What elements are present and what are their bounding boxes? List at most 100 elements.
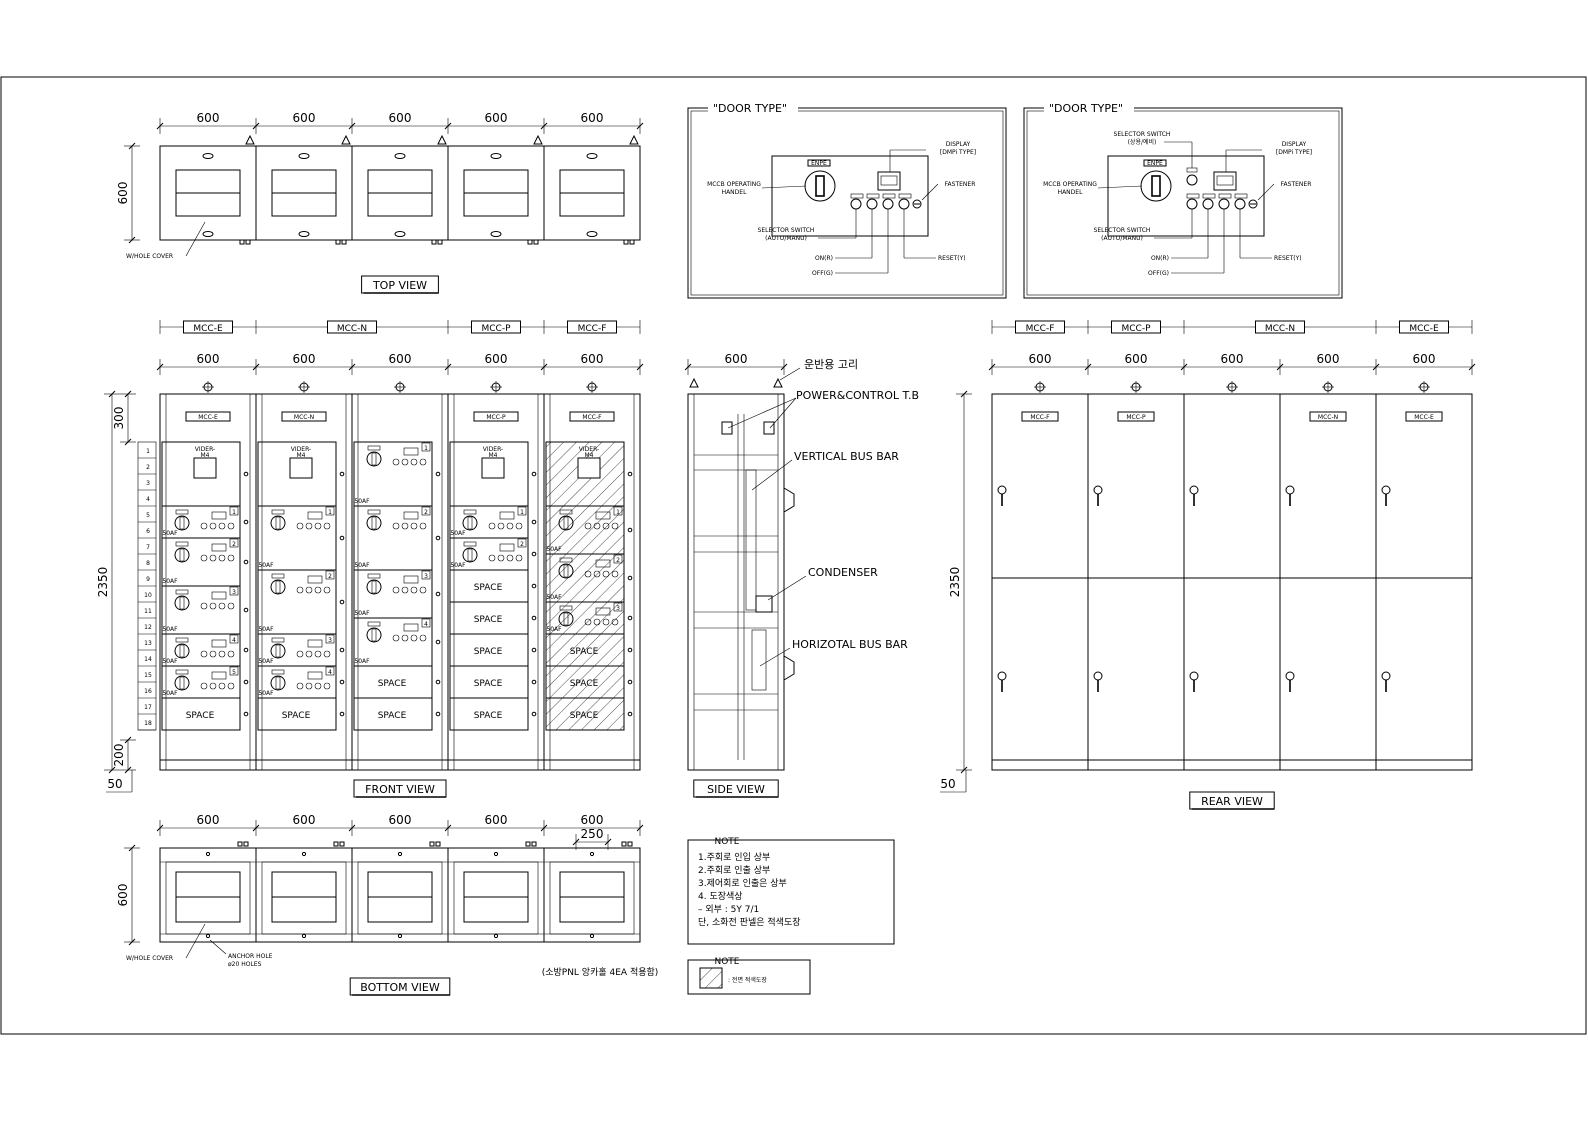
dimension-tick — [124, 438, 132, 446]
indicator-lamp — [218, 602, 226, 610]
dimension-tick — [444, 122, 452, 130]
door-selector-top-label: SELECTOR SWITCH — [1114, 131, 1171, 138]
np-tag — [271, 573, 285, 579]
space-label: SPACE — [474, 583, 503, 593]
anchor-hole — [301, 851, 307, 857]
door-latch — [531, 647, 537, 653]
unit-number: 3 — [328, 637, 332, 644]
np-box — [1143, 159, 1167, 167]
space-label: SPACE — [186, 711, 215, 721]
unit-compartment — [353, 441, 433, 507]
dimension-tick — [252, 122, 260, 130]
unit-number: 1 — [328, 509, 332, 516]
lifting-lug — [629, 134, 639, 145]
foot-bolt — [335, 239, 341, 245]
unit-number: 2 — [232, 541, 236, 548]
indicator-lamp — [227, 650, 235, 658]
breaker-rating: 50AF — [162, 690, 178, 697]
indicator-lamp — [200, 682, 208, 690]
lift-eye — [586, 153, 598, 159]
row-number: 15 — [144, 672, 152, 679]
door-selector-label: SELECTOR SWITCH — [1094, 227, 1151, 234]
door-off-label: OFF(G) — [812, 270, 833, 277]
dimension-tick — [572, 838, 580, 846]
breaker-rating: 50AF — [354, 562, 370, 569]
meter-window — [577, 457, 601, 479]
breaker-lever — [275, 644, 281, 658]
breaker-rating: 50AF — [162, 530, 178, 537]
space-label: SPACE — [378, 679, 407, 689]
legend-title: NOTE — [714, 957, 739, 967]
row-number: 3 — [146, 480, 150, 487]
rear-handle — [1093, 671, 1103, 681]
rear-width-dim: 600 — [1413, 352, 1436, 366]
dimension-tick — [444, 363, 452, 371]
unit-number: 3 — [232, 589, 236, 596]
breaker-rating: 50AF — [450, 562, 466, 569]
display-mini — [211, 591, 227, 600]
terminal-block — [763, 421, 775, 435]
door-latch — [435, 591, 441, 597]
display-mini — [307, 671, 323, 680]
rear-height-dim: 2350 — [948, 567, 962, 598]
leader-line — [779, 367, 801, 381]
rear-handle — [1285, 485, 1295, 495]
door-selector-label: (AUTO/MANU) — [765, 235, 807, 242]
door-latch — [435, 679, 441, 685]
front-bottom-gap-dim: 200 — [112, 744, 126, 767]
foot-bolt — [623, 239, 629, 245]
door-latch — [627, 615, 633, 621]
door-type-title: "DOOR TYPE" — [1049, 102, 1123, 115]
indicator-lamp — [323, 650, 331, 658]
bottom-anchor-label: ø20 HOLES — [228, 961, 262, 968]
door-type-inner — [1026, 110, 1340, 296]
lifting-lug — [341, 134, 351, 145]
foot-bolt — [525, 841, 531, 847]
indicator-lamp — [1218, 198, 1230, 210]
unit-compartment — [353, 505, 433, 571]
dimension-tick — [252, 824, 260, 832]
drawing-border — [0, 76, 1587, 1035]
rear-handle — [1381, 485, 1391, 495]
space-label: SPACE — [474, 615, 503, 625]
legend-swatch — [699, 967, 723, 989]
door-latch — [627, 711, 633, 717]
unit-compartment — [545, 633, 625, 667]
anchor-hole — [205, 851, 211, 857]
indicator-lamp — [392, 586, 400, 594]
indicator-lamp — [419, 586, 427, 594]
unit-number: 5 — [232, 669, 236, 676]
mccb-lever — [815, 175, 825, 197]
fastener-icon — [1248, 199, 1258, 209]
rear-width-dim: 600 — [1221, 352, 1244, 366]
np-tag — [367, 621, 381, 627]
indicator-lamp — [882, 198, 894, 210]
dimension-tick — [252, 363, 260, 371]
foot-bolt — [339, 841, 345, 847]
bottom-view-title: BOTTOM VIEW — [360, 981, 440, 994]
breaker-rating: 50AF — [162, 578, 178, 585]
legend-box — [687, 959, 811, 995]
np-tag — [175, 637, 189, 643]
display-mini — [307, 511, 323, 520]
display-mini — [403, 511, 419, 520]
dimension-tick — [540, 824, 548, 832]
anchor-hole — [493, 933, 499, 939]
rear-handle — [1285, 671, 1295, 681]
indicator-lamp — [401, 634, 409, 642]
nameplate — [473, 411, 519, 422]
dimension-tick — [604, 838, 612, 846]
indicator-lamp — [218, 554, 226, 562]
breaker-handle — [174, 515, 190, 531]
door-latch — [531, 711, 537, 717]
lift-eye — [394, 153, 406, 159]
indicator-lamp — [898, 198, 910, 210]
condenser-box — [755, 595, 773, 613]
door-mccb-label: MCCB OPERATING — [1043, 181, 1097, 188]
lamp-tag — [1234, 193, 1248, 199]
unit-number: 1 — [616, 509, 620, 516]
indicator-lamp — [209, 554, 217, 562]
lifting-lug — [437, 134, 447, 145]
np-tag — [271, 669, 285, 675]
unit-number-box — [421, 570, 431, 580]
